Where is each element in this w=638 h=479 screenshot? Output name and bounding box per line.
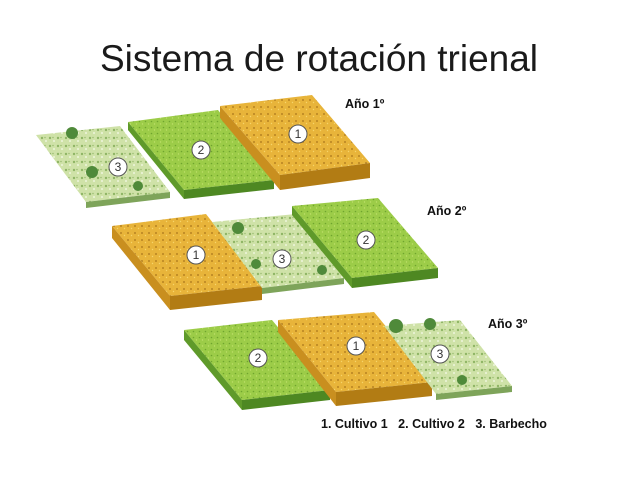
field-number: 3 bbox=[279, 252, 286, 266]
field-cultivo-2: 2 bbox=[184, 320, 330, 410]
row-year-1: 3 2 1 bbox=[36, 95, 370, 208]
field-number: 2 bbox=[363, 233, 370, 247]
field-cultivo-1: 1 bbox=[278, 312, 432, 406]
row-year-2: 1 3 2 bbox=[112, 198, 438, 310]
row-year-3: 2 1 3 bbox=[184, 312, 512, 410]
bush-icon bbox=[317, 265, 327, 275]
year-label: Año 1º bbox=[345, 97, 385, 111]
field-barbecho: 3 bbox=[212, 214, 344, 294]
bush-icon bbox=[133, 181, 143, 191]
bush-icon bbox=[389, 319, 403, 333]
field-cultivo-2: 2 bbox=[292, 198, 438, 288]
legend-item: 3. Barbecho bbox=[475, 417, 547, 431]
bush-icon bbox=[251, 259, 261, 269]
field-number: 3 bbox=[115, 160, 122, 174]
field-number: 2 bbox=[198, 143, 205, 157]
year-label: Año 2º bbox=[427, 204, 467, 218]
field-number: 1 bbox=[295, 127, 302, 141]
bush-icon bbox=[86, 166, 98, 178]
diagram-title: Sistema de rotación trienal bbox=[99, 38, 539, 79]
legend: 1. Cultivo 1 2. Cultivo 2 3. Barbecho bbox=[321, 417, 554, 431]
legend-item: 2. Cultivo 2 bbox=[398, 417, 465, 431]
legend-item: 1. Cultivo 1 bbox=[321, 417, 388, 431]
bush-icon bbox=[457, 375, 467, 385]
bush-icon bbox=[66, 127, 78, 139]
field-number: 3 bbox=[437, 347, 444, 361]
field-barbecho: 3 bbox=[36, 126, 170, 208]
field-number: 2 bbox=[255, 351, 262, 365]
field-cultivo-1: 1 bbox=[112, 214, 262, 310]
bush-icon bbox=[424, 318, 436, 330]
field-number: 1 bbox=[353, 339, 360, 353]
field-cultivo-1: 1 bbox=[220, 95, 370, 190]
bush-icon bbox=[232, 222, 244, 234]
year-label: Año 3º bbox=[488, 317, 528, 331]
field-barbecho: 3 bbox=[384, 318, 512, 400]
field-number: 1 bbox=[193, 248, 200, 262]
field-cultivo-2: 2 bbox=[128, 110, 274, 199]
